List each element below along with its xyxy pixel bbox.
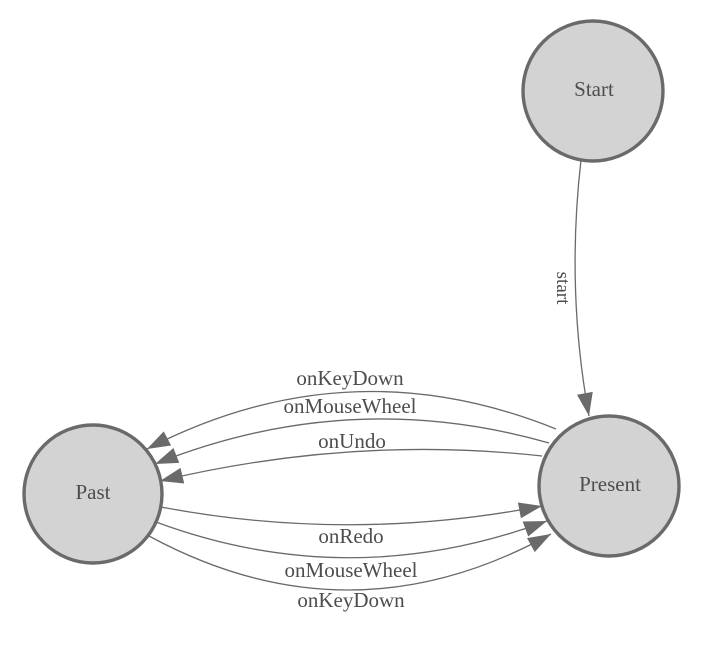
edge-present-to-past-onundo — [159, 448, 543, 484]
edge-label-onredo: onRedo — [318, 524, 383, 548]
node-past-label: Past — [75, 480, 110, 504]
node-start-circle[interactable] — [521, 19, 665, 163]
node-present-label: Present — [579, 472, 641, 496]
edge-label-onmousewheel-bottom: onMouseWheel — [285, 558, 418, 582]
node-past-circle[interactable] — [22, 423, 164, 565]
edge-label-group: start onKeyDown onMouseWheel onUndo onRe… — [284, 272, 573, 612]
node-start-label: Start — [574, 77, 614, 101]
node-group: Start Past Present — [22, 19, 681, 565]
edge-present-to-past-onkeydown — [146, 390, 557, 450]
edge-past-to-present-onredo — [160, 502, 543, 526]
edge-group — [146, 159, 593, 591]
edge-label-onundo: onUndo — [318, 429, 386, 453]
node-start[interactable]: Start — [521, 19, 665, 163]
edge-label-onmousewheel-top: onMouseWheel — [284, 394, 417, 418]
node-present[interactable]: Present — [537, 414, 681, 558]
edge-past-to-present-onmousewheel — [155, 520, 548, 559]
edge-label-onkeydown-top: onKeyDown — [296, 366, 404, 390]
edge-label-onkeydown-bottom: onKeyDown — [297, 588, 405, 612]
edge-label-start: start — [552, 272, 573, 305]
edge-past-to-present-onkeydown — [148, 533, 552, 591]
edge-start-to-present — [574, 159, 593, 417]
node-past[interactable]: Past — [22, 423, 164, 565]
edge-present-to-past-onmousewheel — [154, 418, 550, 465]
node-present-circle[interactable] — [537, 414, 681, 558]
